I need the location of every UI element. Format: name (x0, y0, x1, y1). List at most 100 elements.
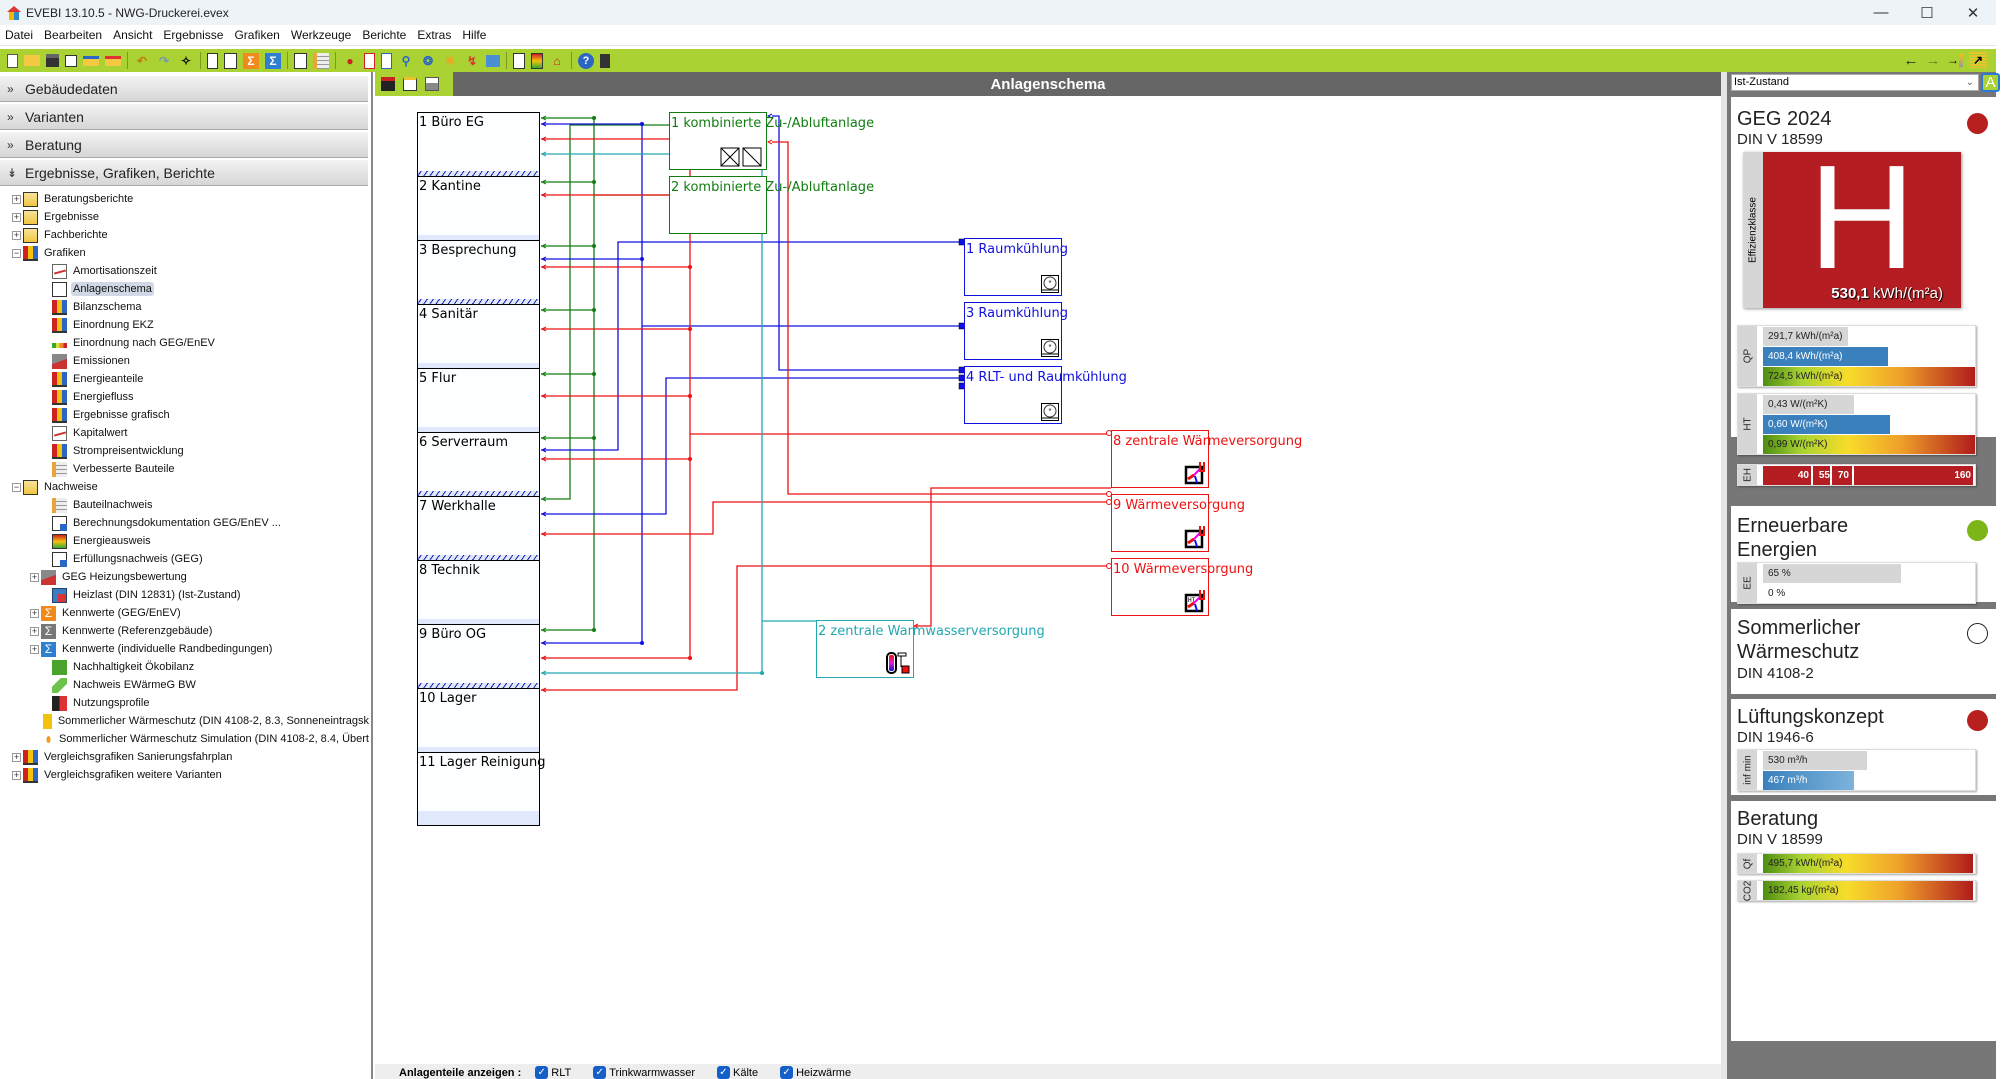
checkbox-heizwaerme[interactable]: ✓Heizwärme (780, 1066, 851, 1079)
info-panel-icon[interactable] (486, 54, 500, 67)
zoom-icon[interactable]: ⚲ (401, 53, 411, 68)
a-button[interactable]: A (1981, 73, 2000, 92)
section-ergebnisse[interactable]: ↡Ergebnisse, Grafiken, Berichte (0, 160, 368, 186)
calculator-icon[interactable] (600, 53, 610, 68)
house-arrow-icon[interactable]: ⌂ (553, 53, 561, 68)
lightning-icon[interactable]: ↯ (466, 53, 478, 68)
system-unit-ventilation[interactable]: 1 kombinierte Zu-/Abluftanlage (669, 112, 874, 170)
tree-item[interactable]: Sommerlicher Wärmeschutz Simulation (DIN… (0, 730, 371, 748)
tree-item[interactable]: Berechnungsdokumentation GEG/EnEV ... (0, 514, 371, 532)
menu-ergebnisse[interactable]: Ergebnisse (163, 28, 224, 42)
export-icon[interactable] (105, 55, 121, 66)
building-parts-icon[interactable] (313, 52, 329, 69)
expand-icon[interactable]: + (12, 211, 21, 222)
room-box[interactable]: 4 Sanitär (417, 304, 540, 378)
expand-icon[interactable]: + (12, 229, 21, 240)
tree-item[interactable]: Energieausweis (0, 532, 371, 550)
tree-item[interactable]: +Fachberichte (0, 226, 371, 244)
section-beratung[interactable]: »Beratung (0, 132, 368, 158)
import-icon[interactable] (83, 55, 99, 66)
save-icon[interactable] (381, 77, 395, 91)
tree-item[interactable]: +GEG Heizungsbewertung (0, 568, 371, 586)
system-unit-hot_water[interactable]: 2 zentrale Warmwasserversorgung (816, 620, 1045, 678)
system-unit-heating[interactable]: 9 Wärmeversorgung (1111, 494, 1245, 552)
room-box[interactable]: 1 Büro EG (417, 112, 540, 186)
close-button[interactable]: ✕ (1966, 4, 1980, 22)
checkbox-trinkwarmwasser[interactable]: ✓Trinkwarmwasser (593, 1066, 695, 1079)
section-varianten[interactable]: »Varianten (0, 104, 368, 130)
tree-item[interactable]: Anlagenschema (0, 280, 371, 298)
schema-icon[interactable] (294, 52, 307, 69)
tree-item[interactable]: Nachweis EWärmeG BW (0, 676, 371, 694)
expand-icon[interactable]: + (30, 607, 39, 618)
tree-item[interactable]: Heizlast (DIN 12831) (Ist-Zustand) (0, 586, 371, 604)
menu-hilfe[interactable]: Hilfe (462, 28, 487, 42)
tree-item[interactable]: Nachhaltigkeit Ökobilanz (0, 658, 371, 676)
new-file-icon[interactable] (7, 53, 18, 68)
expand-icon[interactable]: + (30, 625, 39, 636)
section-gebaeudedaten[interactable]: »Gebäudedaten (0, 76, 368, 102)
tree-item[interactable]: +Beratungsberichte (0, 190, 371, 208)
report-icon[interactable] (207, 52, 218, 69)
wizard-icon[interactable]: ✧ (180, 53, 192, 68)
redo-icon[interactable]: ↷ (158, 53, 170, 68)
maximize-button[interactable]: ☐ (1920, 4, 1934, 22)
menu-extras[interactable]: Extras (417, 28, 452, 42)
checkbox-kaelte[interactable]: ✓Kälte (716, 1066, 758, 1079)
clipboard-icon[interactable] (403, 77, 417, 91)
help-icon[interactable]: ? (578, 52, 594, 69)
room-box[interactable]: 3 Besprechung (417, 240, 540, 314)
variant-select[interactable]: Ist-Zustand⌄ (1731, 74, 1979, 91)
copy-icon[interactable] (65, 54, 77, 67)
room-box[interactable]: 10 Lager (417, 688, 540, 762)
menu-bearbeiten[interactable]: Bearbeiten (44, 28, 103, 42)
energy-pass-icon[interactable] (364, 52, 375, 69)
sun-icon[interactable]: ☀ (444, 53, 456, 68)
room-box[interactable]: 7 Werkhalle (417, 496, 540, 570)
tree-item[interactable]: Nutzungsprofile (0, 694, 371, 712)
tree-item[interactable]: +Ergebnisse (0, 208, 371, 226)
checkbox-rlt[interactable]: ✓RLT (535, 1066, 571, 1079)
energy-label-icon[interactable] (531, 52, 543, 69)
sum-orange-icon[interactable]: Σ (243, 52, 259, 69)
room-box[interactable]: 11 Lager Reinigung (417, 752, 546, 826)
menu-werkzeuge[interactable]: Werkzeuge (290, 28, 352, 42)
tree-item[interactable]: Energieanteile (0, 370, 371, 388)
system-unit-cooling[interactable]: 1 Raumkühlung* (964, 238, 1068, 296)
tree-item[interactable]: Bilanzschema (0, 298, 371, 316)
room-box[interactable]: 8 Technik (417, 560, 540, 634)
tool-icon[interactable] (381, 52, 392, 69)
undo-icon[interactable]: ↶ (136, 53, 148, 68)
save-icon[interactable] (46, 54, 59, 67)
menu-berichte[interactable]: Berichte (362, 28, 407, 42)
tree-item[interactable]: Amortisationszeit (0, 262, 371, 280)
room-box[interactable]: 2 Kantine (417, 176, 540, 250)
minimize-button[interactable]: — (1873, 4, 1889, 21)
sum-blue-icon[interactable]: Σ (265, 52, 281, 69)
tree-item[interactable]: Bauteilnachweis (0, 496, 371, 514)
system-unit-heating[interactable]: 8 zentrale Wärmeversorgung (1111, 430, 1302, 488)
globe-icon[interactable]: ❂ (422, 53, 434, 68)
system-unit-ventilation[interactable]: 2 kombinierte Zu-/Abluftanlage (669, 176, 874, 234)
menu-ansicht[interactable]: Ansicht (113, 28, 153, 42)
room-box[interactable]: 9 Büro OG (417, 624, 540, 698)
menu-grafiken[interactable]: Grafiken (234, 28, 280, 42)
tree-item[interactable]: +Vergleichsgrafiken Sanierungsfahrplan (0, 748, 371, 766)
list-icon[interactable] (224, 52, 237, 69)
expand-icon[interactable]: + (12, 751, 21, 762)
back-arrow-icon[interactable]: ← (1903, 51, 1919, 69)
collapse-icon[interactable]: − (12, 247, 21, 258)
tree-item[interactable]: Verbesserte Bauteile (0, 460, 371, 478)
expand-icon[interactable]: + (12, 769, 21, 780)
expand-icon[interactable]: + (12, 193, 21, 204)
tree-item[interactable]: Ergebnisse grafisch (0, 406, 371, 424)
tree-item[interactable]: Energiefluss (0, 388, 371, 406)
system-unit-cooling[interactable]: 3 Raumkühlung* (964, 302, 1068, 360)
goto-icon[interactable]: → (1947, 52, 1963, 68)
expand-icon[interactable]: + (30, 571, 39, 582)
menu-datei[interactable]: Datei (5, 28, 34, 42)
tree-item[interactable]: Sommerlicher Wärmeschutz (DIN 4108-2, 8.… (0, 712, 371, 730)
expand-icon[interactable]: + (30, 643, 39, 654)
